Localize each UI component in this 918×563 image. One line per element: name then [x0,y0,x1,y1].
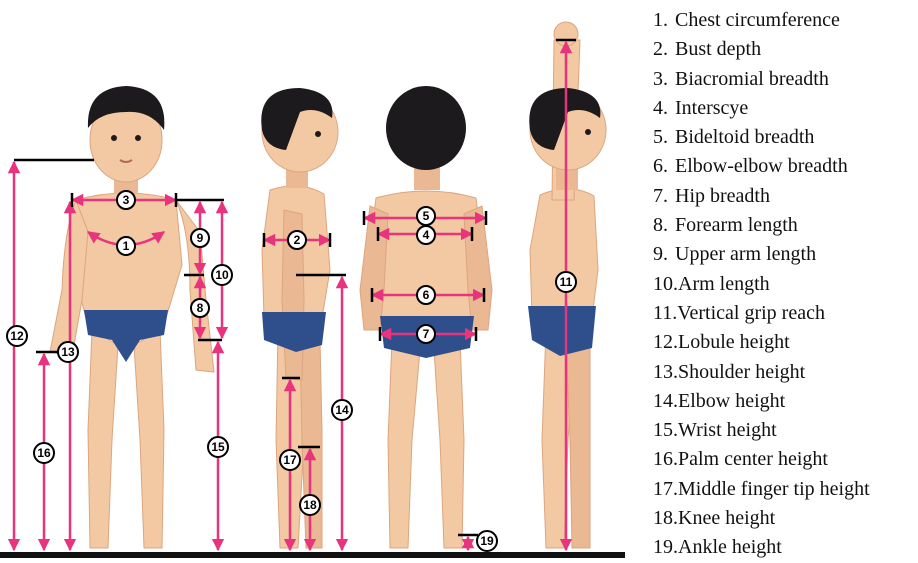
marker-19: 19 [477,531,497,551]
svg-text:5: 5 [423,209,430,223]
legend-item: 18.Knee height [653,504,870,533]
svg-text:8: 8 [197,301,204,315]
legend-item: 11.Vertical grip reach [653,299,870,328]
child-front-view [50,86,214,548]
svg-text:18: 18 [303,498,317,512]
legend-item: 2.Bust depth [653,35,870,64]
legend-item: 7.Hip breadth [653,182,870,211]
marker-7: 7 [417,325,435,343]
svg-text:6: 6 [423,288,430,302]
legend-item: 10.Arm length [653,270,870,299]
marker-3: 3 [117,191,135,209]
marker-9: 9 [191,229,209,247]
svg-text:19: 19 [480,534,494,548]
marker-8: 8 [191,299,209,317]
svg-text:13: 13 [61,345,75,359]
svg-text:2: 2 [294,233,301,247]
svg-text:16: 16 [37,446,51,460]
marker-15: 15 [208,437,228,457]
marker-13: 13 [58,342,78,362]
marker-2: 2 [288,231,306,249]
marker-18: 18 [300,495,320,515]
svg-text:12: 12 [10,329,24,343]
marker-14: 14 [332,400,352,420]
legend-item: 19.Ankle height [653,533,870,562]
legend-item: 6.Elbow-elbow breadth [653,152,870,181]
svg-text:14: 14 [335,403,349,417]
marker-12: 12 [7,326,27,346]
legend-item: 14.Elbow height [653,387,870,416]
measurement-legend: 1.Chest circumference 2.Bust depth 3.Bia… [653,6,870,563]
marker-6: 6 [417,286,435,304]
legend-item: 9.Upper arm length [653,240,870,269]
svg-text:7: 7 [423,327,430,341]
marker-16: 16 [34,443,54,463]
svg-text:9: 9 [197,231,204,245]
legend-item: 5.Bideltoid breadth [653,123,870,152]
svg-text:17: 17 [283,453,297,467]
legend-item: 16.Palm center height [653,445,870,474]
marker-17: 17 [280,450,300,470]
legend-item: 17.Middle finger tip height [653,475,870,504]
marker-4: 4 [417,226,435,244]
marker-1: 1 [117,237,135,255]
legend-item: 12.Lobule height [653,328,870,357]
legend-item: 4.Interscye [653,94,870,123]
floor-line [0,552,625,558]
svg-text:4: 4 [423,228,430,242]
legend-item: 3.Biacromial breadth [653,65,870,94]
marker-5: 5 [417,207,435,225]
legend-item: 8.Forearm length [653,211,870,240]
svg-text:1: 1 [123,239,130,253]
legend-item: 15.Wrist height [653,416,870,445]
svg-text:15: 15 [211,440,225,454]
child-back-view [360,86,492,548]
svg-text:10: 10 [215,268,229,282]
child-side-view [261,88,338,548]
marker-10: 10 [212,265,232,285]
legend-item: 1.Chest circumference [653,6,870,35]
svg-text:11: 11 [560,275,573,289]
svg-text:3: 3 [123,193,130,207]
legend-item: 13.Shoulder height [653,358,870,387]
marker-11: 11 [556,272,576,292]
